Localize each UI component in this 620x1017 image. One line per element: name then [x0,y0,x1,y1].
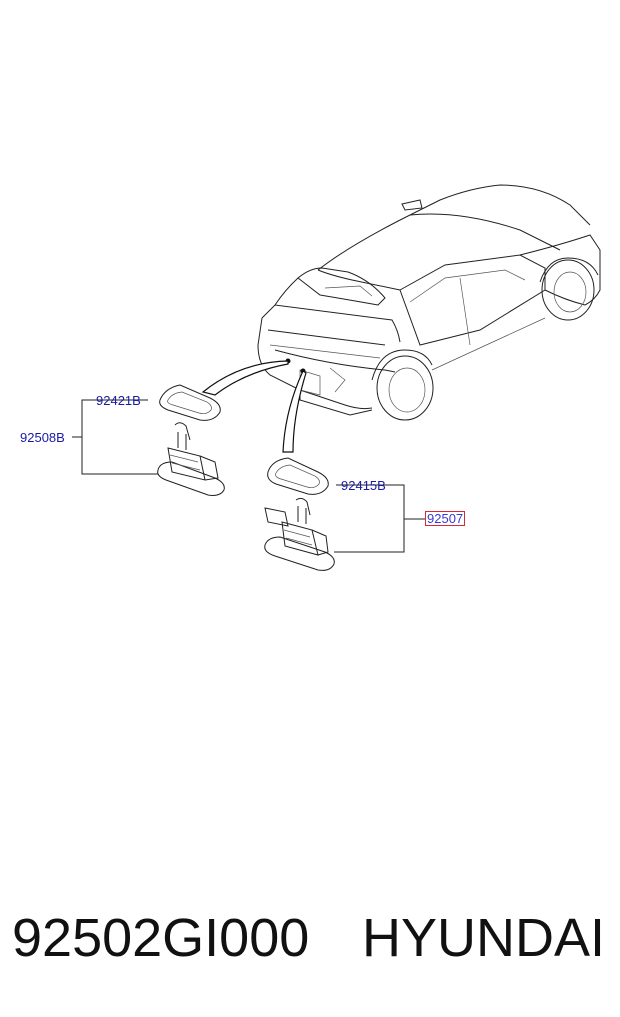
leader-arrows [201,360,307,453]
upper-lamp-assembly-illustration [157,422,225,496]
part-number: 92502GI000 [12,908,310,968]
callout-92421b: 92421B [96,393,141,408]
diagram-drawing [72,184,601,571]
callout-92507[interactable]: 92507 [425,511,466,526]
callout-leaders [72,399,425,553]
brand-name: HYUNDAI [362,908,606,968]
parts-diagram: 92421B 92508B 92415B 92507 [20,184,601,571]
callout-92508b: 92508B [20,430,65,445]
vehicle-illustration [257,184,601,421]
upper-lamp-lens-illustration [159,384,221,421]
lower-lamp-assembly-illustration [264,497,335,571]
callout-92415b: 92415B [341,478,386,493]
lower-lamp-lens-illustration [267,457,329,495]
